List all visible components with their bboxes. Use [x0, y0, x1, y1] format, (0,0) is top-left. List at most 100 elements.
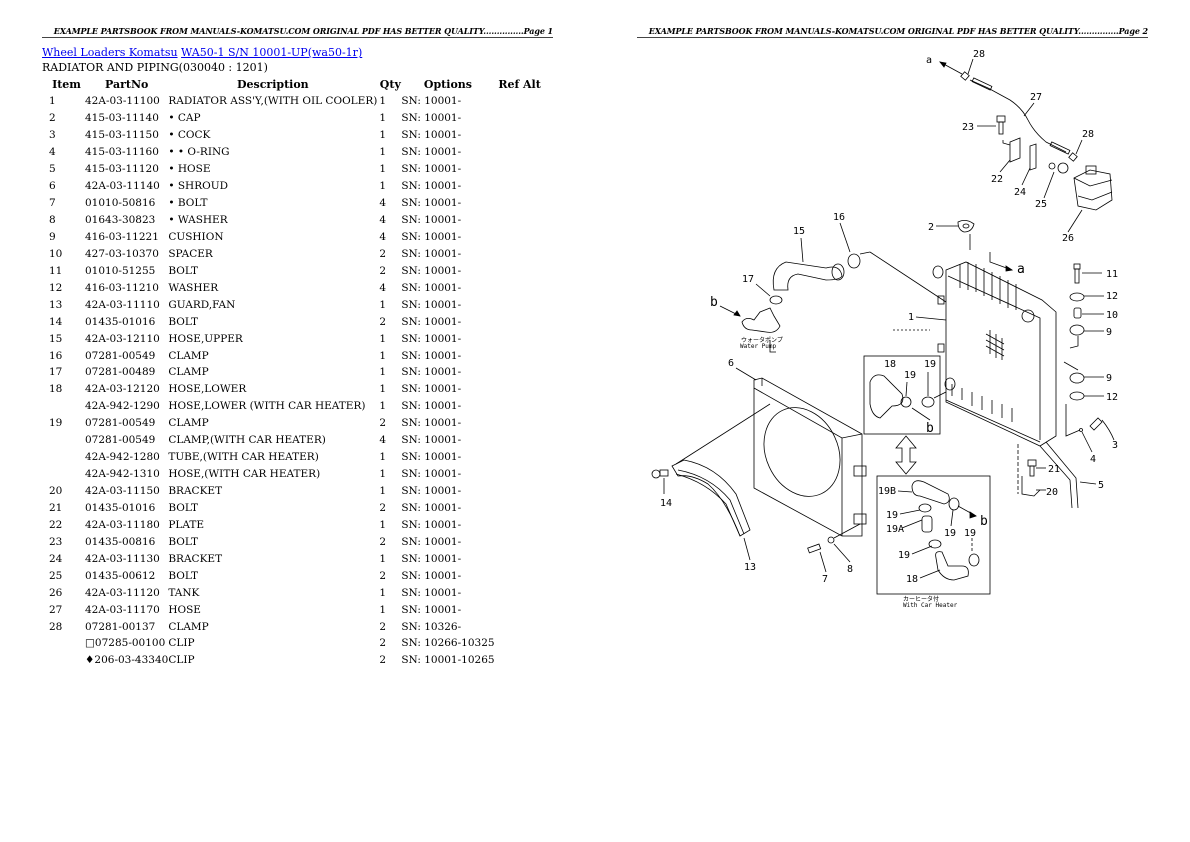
options: SN: 10001-	[401, 247, 462, 260]
part-description: HOSE,LOWER (WITH CAR HEATER)	[168, 400, 366, 413]
options: SN: 10001-10265	[401, 654, 495, 667]
part-description: PLATE	[168, 518, 205, 531]
quantity: 4	[379, 230, 387, 243]
mounting-hardware-group: 11 12 10 9 9 12 4 3	[1017, 263, 1118, 509]
item-number: 19	[49, 417, 63, 430]
item-number: 17	[49, 366, 63, 379]
quantity: 2	[379, 315, 387, 328]
quantity: 2	[379, 620, 387, 633]
options: SN: 10001-	[401, 485, 462, 498]
ref-alt	[495, 330, 545, 347]
part-description: CUSHION	[168, 230, 224, 243]
callout-23: 23	[962, 122, 974, 133]
ref-alt	[495, 296, 545, 313]
lower-hose-box: 18 19 19 b	[863, 355, 947, 436]
quantity: 1	[379, 485, 387, 498]
item-number: 14	[49, 315, 63, 328]
part-description: RADIATOR ASS'Y,(WITH OIL COOLER)	[168, 95, 378, 108]
col-item: Item	[52, 78, 81, 91]
item-number: 6	[49, 180, 56, 193]
page-1: EXAMPLE PARTSBOOK FROM MANUALS-KOMATSU.C…	[42, 26, 553, 669]
options: SN: 10001-	[401, 95, 462, 108]
page-2: EXAMPLE PARTSBOOK FROM MANUALS-KOMATSU.C…	[595, 0, 1190, 842]
part-number: 42A-03-11180	[85, 518, 160, 531]
options: SN: 10266-10325	[401, 637, 495, 650]
col-refalt: Ref Alt	[498, 78, 541, 91]
breadcrumb-link-category[interactable]: Wheel Loaders Komatsu	[42, 46, 178, 59]
breadcrumb-link-model[interactable]: WA50-1 S/N 10001-UP(wa50-1r)	[181, 46, 363, 59]
part-number: 427-03-10370	[85, 247, 159, 260]
callout-12b: 12	[1106, 392, 1118, 403]
part-description: CLIP	[168, 654, 195, 667]
callout-12: 12	[1106, 291, 1118, 302]
options: SN: 10001-	[401, 146, 462, 159]
callout-11: 11	[1106, 269, 1118, 280]
car-heater-label: With Car Heater	[903, 602, 958, 609]
item-number: 3	[49, 129, 56, 142]
ref-alt	[495, 110, 545, 127]
item-number: 9	[49, 230, 56, 243]
part-description: TANK	[168, 586, 200, 599]
quantity: 1	[379, 468, 387, 481]
part-number: 07281-00549	[85, 349, 156, 362]
item-number	[42, 432, 85, 449]
part-number: 01435-01016	[85, 315, 156, 328]
part-description: BRACKET	[168, 552, 223, 565]
callout-18b: 18	[906, 574, 918, 585]
quantity: 2	[379, 569, 387, 582]
callout-19a: 19	[904, 370, 916, 381]
ref-alt	[495, 161, 545, 178]
callout-19A: 19A	[886, 524, 904, 535]
item-number: 15	[49, 332, 63, 345]
options: SN: 10001-	[401, 281, 462, 294]
part-description: • WASHER	[168, 214, 228, 227]
part-description: CLIP	[168, 637, 195, 650]
callout-9a: 9	[1106, 327, 1112, 338]
ref-alt	[495, 313, 545, 330]
item-number: 26	[49, 586, 63, 599]
part-number: 42A-03-11140	[85, 180, 160, 193]
quantity: 1	[379, 518, 387, 531]
callout-6: 6	[728, 358, 734, 369]
ref-alt	[495, 601, 545, 618]
quantity: 1	[379, 129, 387, 142]
options: SN: 10001-	[401, 434, 462, 447]
item-number: 7	[49, 197, 56, 210]
part-number: 42A-942-1290	[85, 400, 160, 413]
item-number: 28	[49, 620, 63, 633]
options: SN: 10001-	[401, 349, 462, 362]
col-options: Options	[423, 78, 472, 91]
item-number: 1	[49, 95, 56, 108]
part-description: CLAMP	[168, 620, 209, 633]
options: SN: 10001-	[401, 451, 462, 464]
options: SN: 10001-	[401, 552, 462, 565]
quantity: 1	[379, 146, 387, 159]
part-number: 42A-03-11150	[85, 485, 160, 498]
ref-alt	[495, 364, 545, 381]
col-description: Description	[236, 78, 309, 91]
callout-16: 16	[833, 212, 845, 223]
callout-15: 15	[793, 226, 805, 237]
double-arrow	[895, 435, 917, 475]
ref-alt	[495, 195, 545, 212]
callout-b-heater: b	[980, 514, 988, 529]
ref-alt	[495, 144, 545, 161]
part-description: SPACER	[168, 247, 213, 260]
